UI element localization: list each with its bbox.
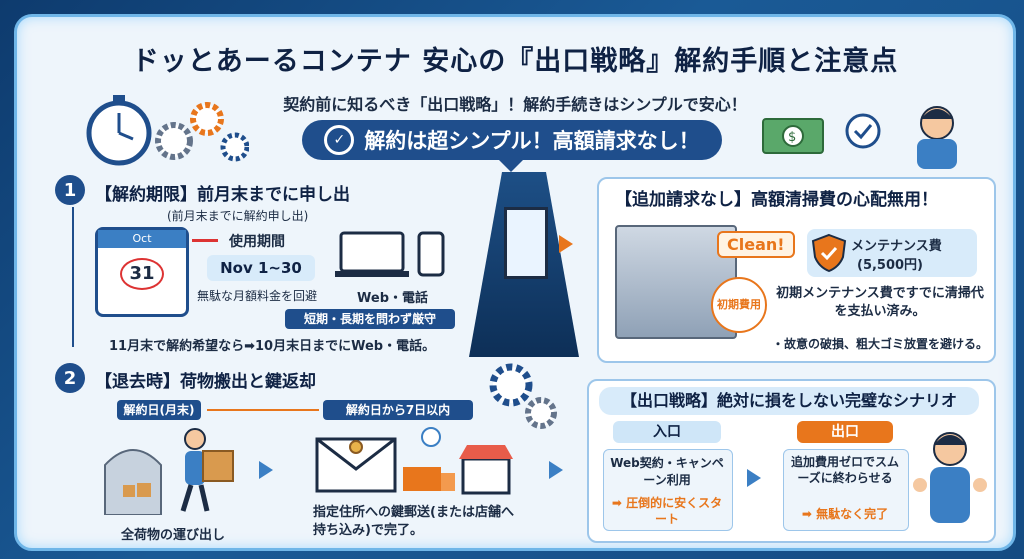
fee-name: メンテナンス費 [851,239,942,254]
step-arrow-icon [259,461,273,479]
fee-amount: (5,500円) [857,258,924,273]
entry-text: Web契約・キャンペーン利用 [610,456,724,487]
main-banner: ✓ 解約は超シンプル！高額請求なし！ [302,120,722,160]
contact-methods: Web・電話 [357,291,428,306]
clean-badge: Clean! [717,231,795,258]
exit-box [783,449,909,531]
strict-rule-tag: 短期・長期を問わず厳守 [285,309,455,329]
stopwatch-gears-icon [86,95,249,166]
shield-check-icon [811,233,847,273]
gears-icon [489,363,557,429]
step-1-connector [72,207,74,347]
check-circle-icon: ✓ [324,125,355,155]
entry-label: 入口 [613,421,721,443]
red-arrow-icon [192,239,218,242]
exit-strategy-heading: 【出口戦略】絶対に損をしない完璧なシナリオ [599,387,979,415]
step-1-subheading: (前月末までに解約申し出) [167,209,309,223]
moving-person-icon [104,428,234,515]
laptop-phone-icon [335,231,445,277]
step-2-heading: 【退去時】荷物搬出と鍵返却 [95,372,316,392]
move-out-date-tag: 解約日(月末) [117,400,201,420]
step-2-number: 2 [55,363,85,393]
banner-pointer [497,158,525,172]
key-return-deadline-tag: 解約日から7日以内 [323,400,473,420]
caution-note: ・故意の破損、粗大ゴミ放置を避ける。 [772,337,989,351]
envelope-key-truck-icon [315,427,513,495]
container-icon [615,225,737,339]
infographic-frame: ドッとあーるコンテナ 安心の『出口戦略』解約手順と注意点 契約前に知るべき「出口… [14,14,1016,551]
svg-text:$: $ [788,130,796,145]
step-arrow-icon-2 [549,461,563,479]
usage-label: 使用期間 [229,234,285,250]
banner-text: 解約は超シンプル！高額請求なし！ [364,129,700,153]
deadline-example: 11月末で解約希望なら➡10月末日までにWeb・電話。 [109,339,436,354]
step-1-number: 1 [55,175,85,205]
page-title: ドッとあーるコンテナ 安心の『出口戦略』解約手順と注意点 [131,46,899,77]
calendar-month: Oct [98,230,186,248]
entry-exit-arrow-icon [747,469,761,487]
exit-text: 追加費用ゼロでスムーズに終わらせる [790,455,899,485]
exit-door-icon [504,207,548,279]
money-check-person-icon: $ [762,106,957,169]
exit-result: ➡ 無駄なく完了 [801,507,889,521]
step-1-heading: 【解約期限】前月末までに申し出 [95,185,350,205]
initial-fee-stamp: 初期費用 [711,277,767,333]
extra-heading: 【追加請求なし】高額清掃費の心配無用！ [615,190,938,210]
entry-box [603,449,733,531]
calendar-icon: Oct 31 [95,227,189,317]
door-arrow-icon [559,235,573,253]
calendar-day: 31 [120,258,164,290]
key-return-caption: 指定住所への鍵郵送(または店舗へ持ち込み)で完了。 [313,505,514,538]
avoid-fee-note: 無駄な月額料金を回避 [197,289,318,303]
exit-label: 出口 [797,421,893,443]
move-out-caption: 全荷物の運び出し [121,528,226,543]
thumbs-up-person-icon [913,432,987,523]
fee-note: 初期メンテナンス費ですでに清掃代を支払い済み。 [776,286,984,319]
page-subtitle: 契約前に知るべき「出口戦略」！解約手続きはシンプルで安心！ [283,95,747,114]
usage-period: Nov 1~30 [207,255,315,281]
entry-result: ➡ 圧倒的に安くスタート [611,496,723,526]
timeline-line [207,409,319,411]
